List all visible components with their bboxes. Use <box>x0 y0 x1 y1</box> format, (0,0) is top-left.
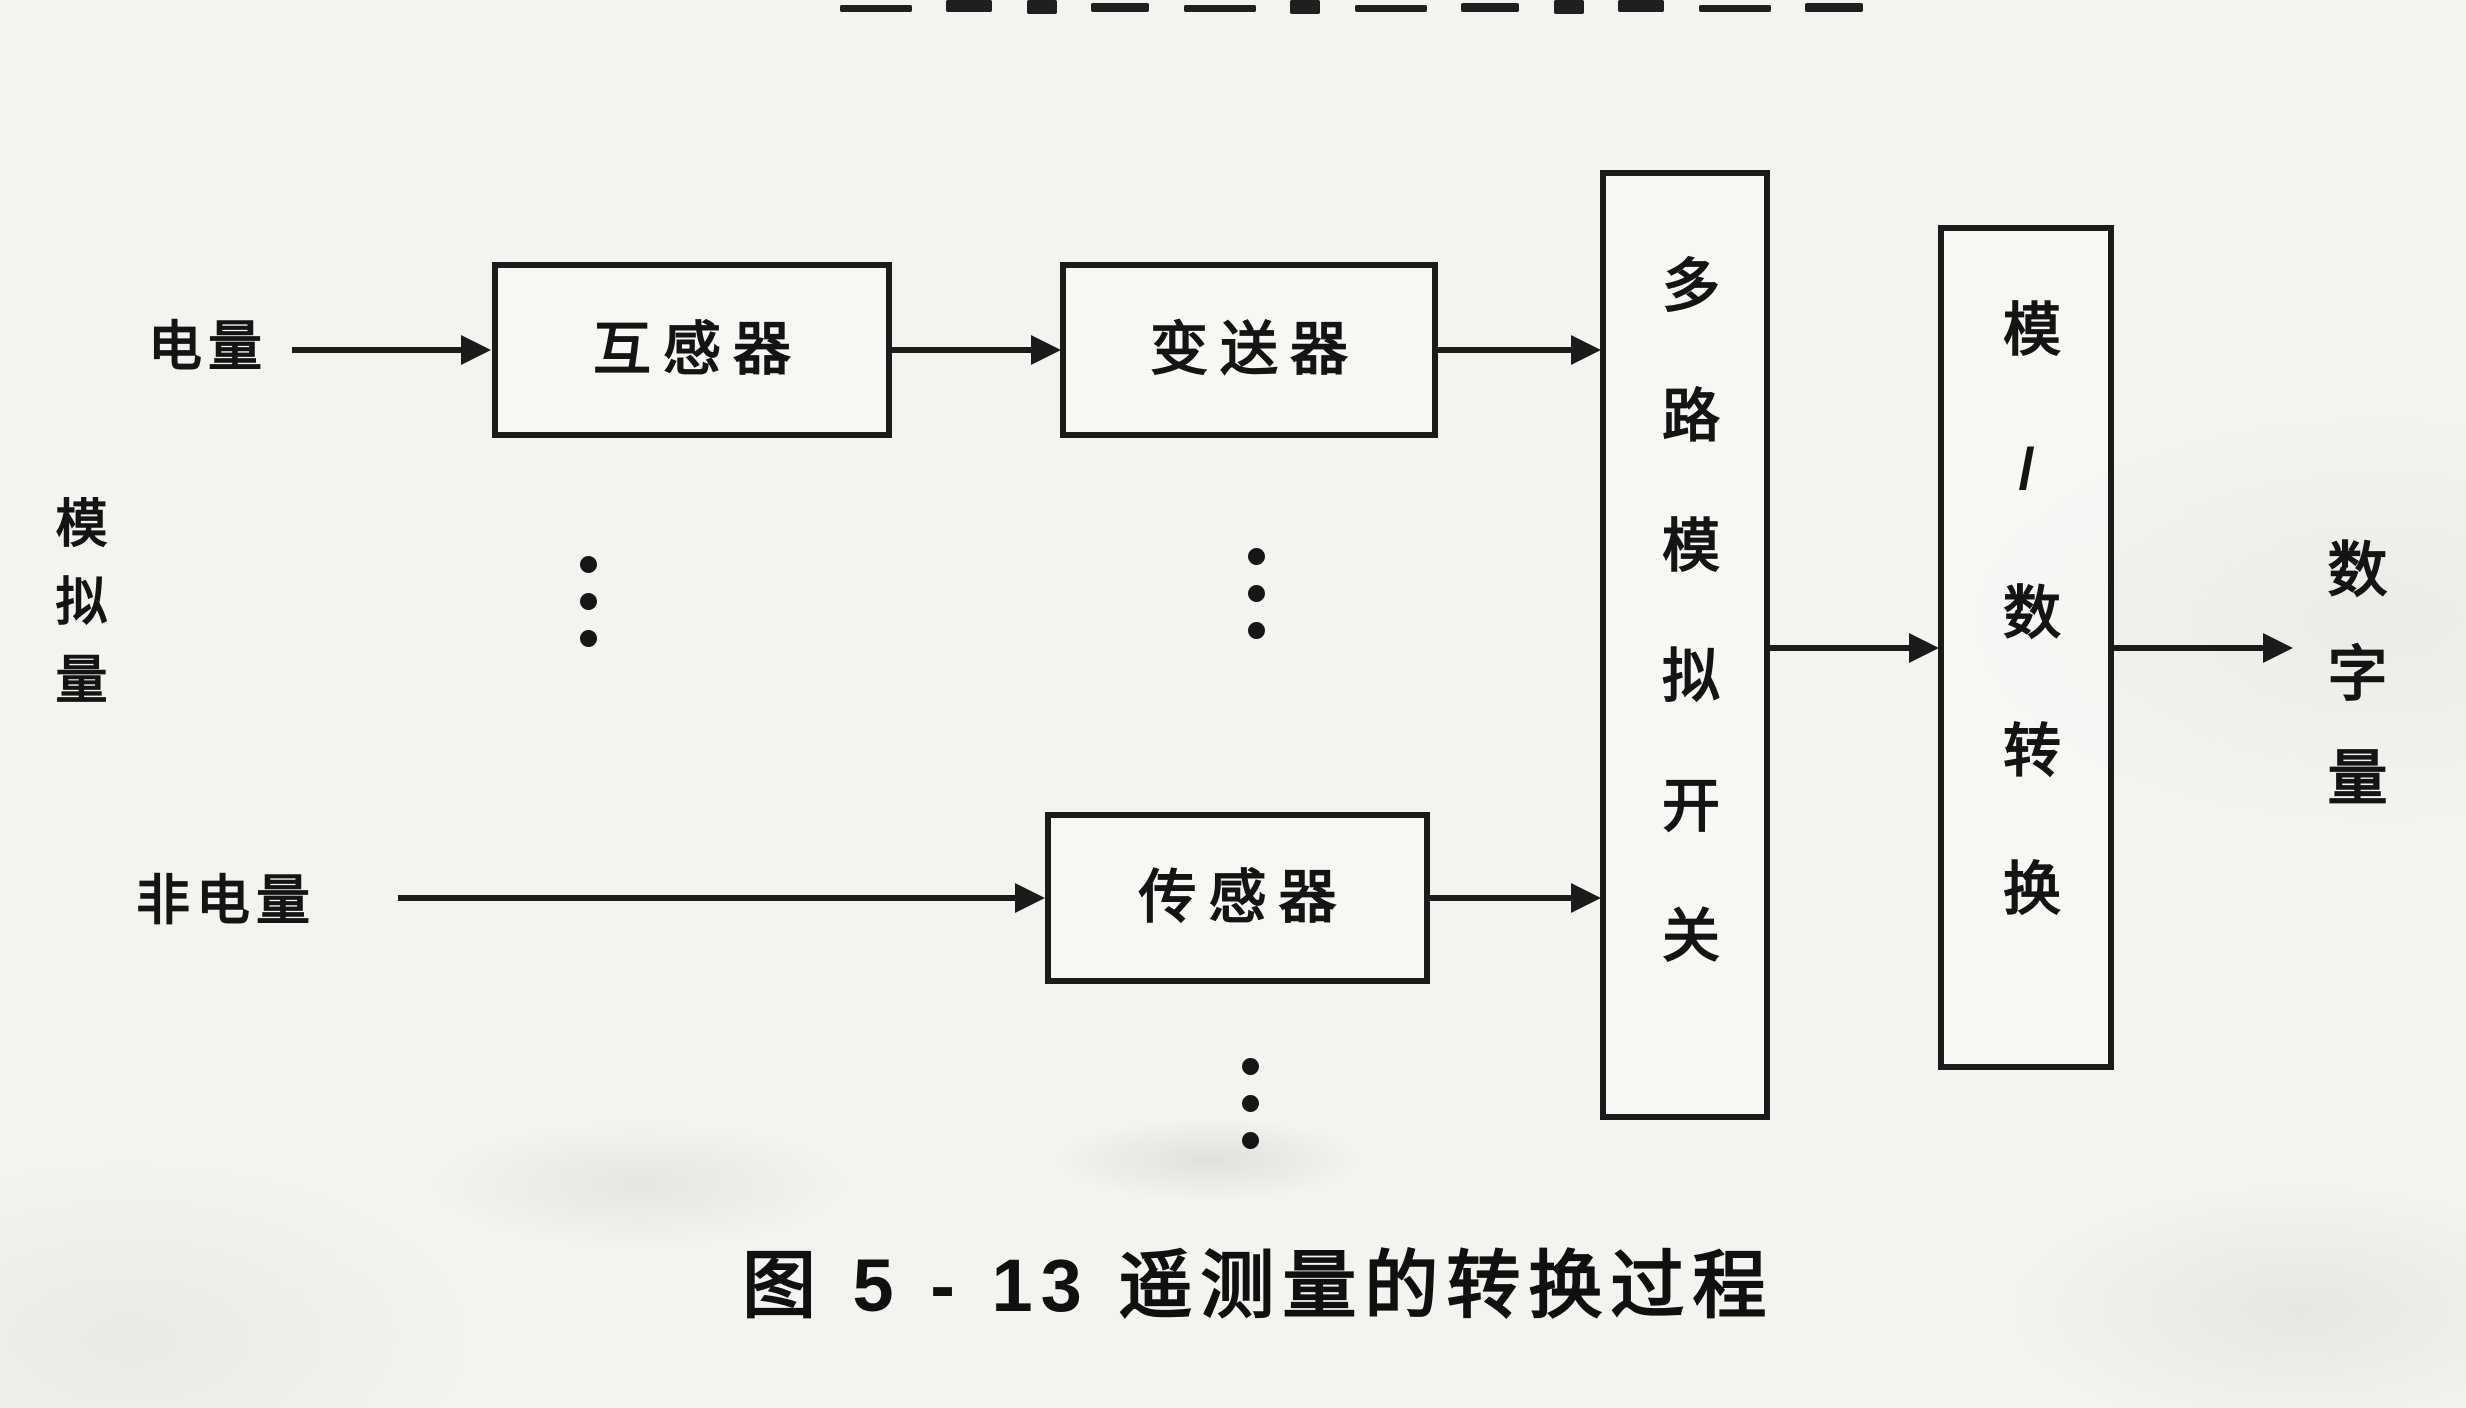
block-transformer: 互感器 <box>492 262 892 438</box>
ellipsis-dot <box>1242 1058 1259 1075</box>
vertical-ellipsis <box>580 556 597 647</box>
arrow-adc-to-digital <box>2114 645 2264 651</box>
ellipsis-dot <box>1242 1132 1259 1149</box>
label-digital-quantity: 数字量 <box>2319 538 2386 850</box>
arrow-mux-to-adc <box>1770 645 1910 651</box>
figure-caption: 图 5 - 13 遥测量的转换过程 <box>742 1244 1775 1327</box>
arrow-transformer-to-transmitter <box>892 347 1032 353</box>
vertical-ellipsis <box>1242 1058 1259 1149</box>
scan-mark <box>840 5 912 12</box>
ellipsis-dot <box>1248 548 1265 565</box>
ellipsis-dot <box>580 593 597 610</box>
block-ad-converter: 模/数转换 <box>1938 225 2114 1070</box>
scan-mark <box>1354 5 1427 12</box>
scan-mark <box>1183 5 1256 12</box>
scan-mark <box>1698 5 1771 12</box>
scan-mark <box>946 0 993 12</box>
block-sensor: 传感器 <box>1045 812 1430 984</box>
arrow-electric-to-transformer <box>292 347 462 353</box>
scan-artifact <box>840 0 2340 18</box>
arrow-sensor-to-mux <box>1430 895 1572 901</box>
ellipsis-dot <box>1248 585 1265 602</box>
arrow-nonelectric-to-sensor <box>398 895 1016 901</box>
vertical-ellipsis <box>1248 548 1265 639</box>
scan-mark <box>1461 3 1520 12</box>
scan-mark <box>1618 0 1665 12</box>
block-analog-mux: 多路模拟开关 <box>1600 170 1770 1120</box>
label-analog-quantity: 模拟量 <box>47 496 105 730</box>
label-non-electric-quantity: 非电量 <box>136 871 316 931</box>
ellipsis-dot <box>580 630 597 647</box>
label-electric-quantity: 电量 <box>148 317 268 377</box>
ellipsis-dot <box>1242 1095 1259 1112</box>
block-transmitter: 变送器 <box>1060 262 1438 438</box>
ellipsis-dot <box>580 556 597 573</box>
ellipsis-dot <box>1248 622 1265 639</box>
scan-mark <box>1091 3 1150 12</box>
scan-mark <box>1290 0 1321 14</box>
arrow-transmitter-to-mux <box>1438 347 1572 353</box>
scan-mark <box>1553 0 1584 14</box>
scan-mark <box>1804 3 1863 12</box>
scan-mark <box>1026 0 1057 14</box>
